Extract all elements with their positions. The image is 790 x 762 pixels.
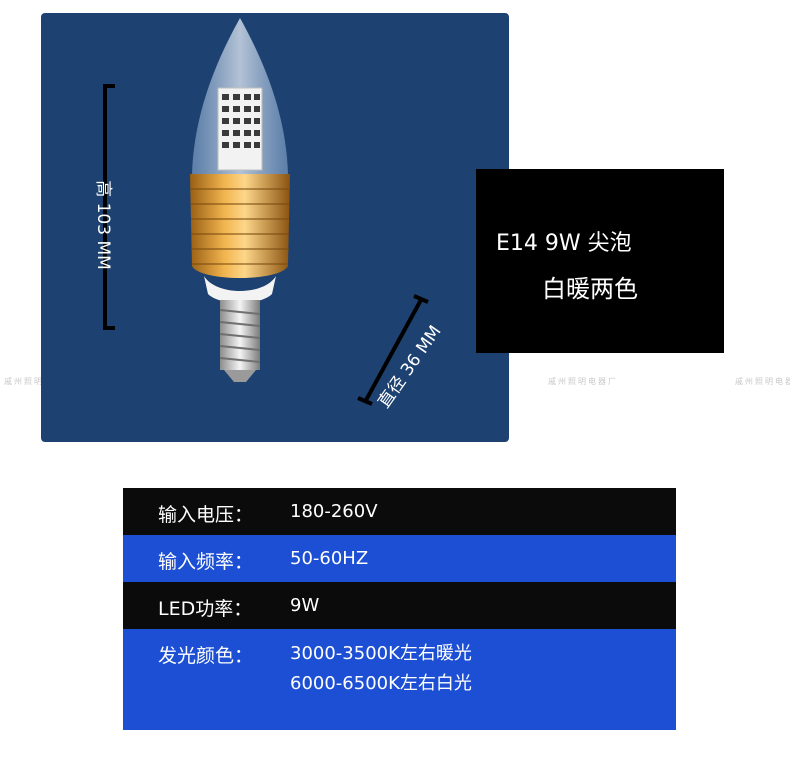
product-model-title: E14 9W 尖泡 [496,231,632,256]
spec-value-white: 6000-6500K左右白光 [290,673,472,694]
diameter-dimension-bracket [357,294,429,406]
product-title-box: E14 9W 尖泡 白暖两色 [476,169,724,353]
spec-row-voltage: 输入电压： 180-260V [123,488,676,535]
spec-label: 输入频率： [158,551,254,573]
product-color-title: 白暖两色 [542,275,638,303]
spec-label: LED功率： [158,598,253,620]
height-dimension-label: 高 103 MM [93,180,113,270]
watermark-right: 戚州照明电器厂 [735,377,790,386]
watermark-left: 戚州照明电器厂 [4,377,74,386]
spec-label: 输入电压： [158,504,254,526]
spec-value: 180-260V [290,501,378,522]
spec-label: 发光颜色： [158,645,254,667]
watermark-center: 戚州照明电器厂 [548,377,618,386]
height-dimension-bracket [103,84,115,330]
spec-row-power: LED功率： 9W [123,582,676,629]
led-candle-bulb-image [190,18,290,382]
spec-value-warm: 3000-3500K左右暖光 [290,643,472,664]
spec-row-frequency: 输入频率： 50-60HZ [123,535,676,582]
spec-value: 50-60HZ [290,548,369,569]
spec-row-color: 发光颜色： 3000-3500K左右暖光 6000-6500K左右白光 [123,629,676,730]
spec-value: 9W [290,595,320,616]
